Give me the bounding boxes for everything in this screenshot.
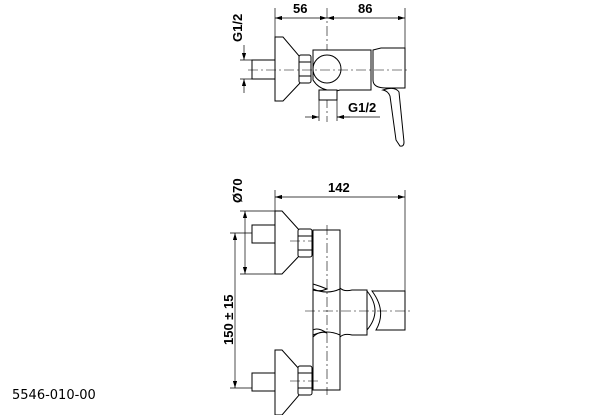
nut <box>298 54 312 84</box>
dim-outlet-thread-label: G1/2 <box>348 100 376 115</box>
dim-flange-diameter: Ø70 <box>230 178 278 275</box>
outlet-stub <box>318 89 338 101</box>
front-view: 142 Ø70 150 ± 15 <box>221 178 410 415</box>
dim-inlet-thread: G1/2 <box>230 14 275 93</box>
handle-base <box>372 47 406 89</box>
handle-cylinder <box>371 290 406 331</box>
handle-lever <box>381 87 405 147</box>
dim-56-label: 56 <box>293 1 307 16</box>
inlet-stub <box>251 59 276 80</box>
dim-142: 142 <box>275 180 405 200</box>
dim-centers-label: 150 ± 15 <box>221 294 236 345</box>
wall-flange <box>274 36 301 102</box>
dim-86: 86 <box>327 1 405 21</box>
part-number: 5546-010-00 <box>12 388 96 403</box>
dim-inlet-thread-label: G1/2 <box>230 14 245 42</box>
upper-nut <box>297 228 313 258</box>
lower-flange <box>274 349 301 415</box>
lower-nut <box>297 365 313 396</box>
dim-142-label: 142 <box>328 180 350 195</box>
dim-56: 56 <box>275 1 327 21</box>
dim-86-label: 86 <box>358 1 372 16</box>
dim-centers: 150 ± 15 <box>221 232 252 389</box>
upper-flange <box>274 210 301 275</box>
valve-connector <box>312 54 342 84</box>
top-view: 56 86 G1/2 <box>230 1 410 147</box>
lower-inlet-stub <box>251 372 276 392</box>
dim-flange-diameter-label: Ø70 <box>230 178 245 203</box>
dim-outlet-thread: G1/2 <box>305 100 380 121</box>
upper-inlet-stub <box>251 224 276 244</box>
